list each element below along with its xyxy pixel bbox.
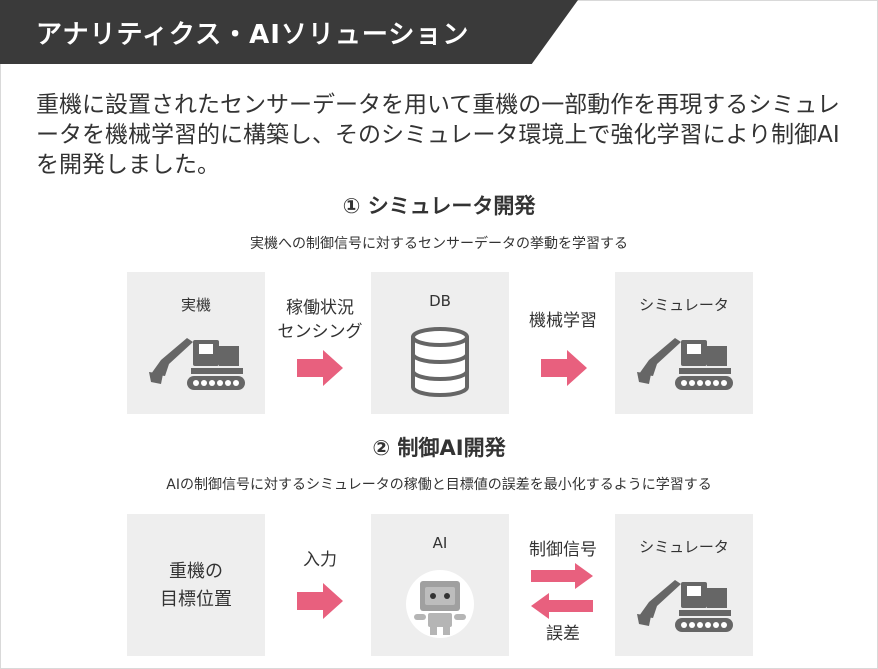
- section1-subtitle: 実機への制御信号に対するセンサーデータの挙動を学習する: [250, 236, 628, 252]
- section2-step2-bottom-label: 誤差: [546, 624, 580, 644]
- title-bar: [0, 0, 578, 64]
- section2-box-simulator: シミュレータ: [615, 514, 753, 656]
- section2-box-target-line2: 目標位置: [160, 589, 232, 610]
- excavator-icon: [637, 580, 733, 632]
- section1-step2-label: 機械学習: [529, 311, 597, 331]
- section2-box-ai: AI: [371, 514, 509, 656]
- section1-title: ① シミュレータ開発: [342, 194, 536, 218]
- section1-box-simulator-label: シミュレータ: [639, 296, 729, 314]
- section1-step1-line1: 稼働状況: [286, 298, 354, 318]
- section2-subtitle: AIの制御信号に対するシミュレータの稼働と目標値の誤差を最小化するように学習する: [166, 477, 712, 493]
- arrow-left-icon: [531, 593, 593, 619]
- database-icon: [411, 327, 469, 397]
- section1-box-simulator: シミュレータ: [615, 272, 753, 414]
- robot-icon: [406, 570, 474, 638]
- intro-text: 重機に設置されたセンサーデータを用いて重機の一部動作を再現するシミュレータを機械…: [36, 92, 840, 178]
- section1-box-machine-label: 実機: [180, 296, 211, 314]
- section1-step1-line2: センシング: [277, 322, 363, 342]
- section1-box-db-label: DB: [429, 292, 451, 310]
- section1-step1-label: 稼働状況 センシング: [270, 296, 370, 344]
- section2-step2-top-label: 制御信号: [529, 540, 597, 560]
- section1-box-db: DB: [371, 272, 509, 414]
- section2-box-target-label: 重機の 目標位置: [127, 558, 265, 614]
- section2-box-simulator-label: シミュレータ: [639, 538, 729, 556]
- section2-title: ② 制御AI開発: [372, 436, 506, 460]
- arrow-right-icon: [541, 350, 587, 386]
- section2-box-target: 重機の 目標位置: [127, 514, 265, 656]
- section2-box-target-line1: 重機の: [169, 561, 223, 582]
- arrow-right-icon: [297, 350, 343, 386]
- arrow-right-icon: [531, 563, 593, 589]
- section2-box-ai-label: AI: [432, 534, 448, 552]
- arrow-right-icon: [297, 583, 343, 619]
- page-title: アナリティクス・AIソリューション: [36, 20, 470, 50]
- excavator-icon: [637, 338, 733, 390]
- excavator-icon: [149, 338, 245, 390]
- section1-box-machine: 実機: [127, 272, 265, 414]
- section2-step1-label: 入力: [303, 550, 337, 570]
